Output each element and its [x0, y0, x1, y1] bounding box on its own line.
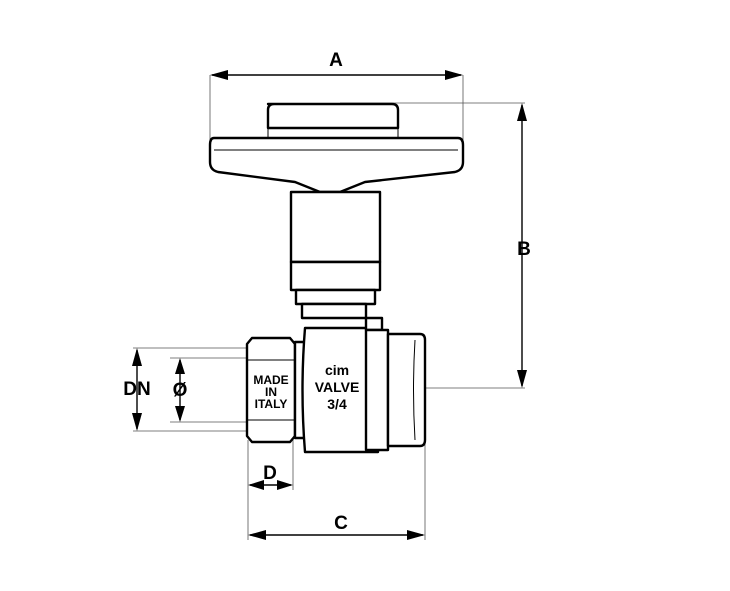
dimension-c: C — [248, 513, 425, 540]
dimension-a-label: A — [329, 50, 343, 71]
dimension-diameter-label: Ø — [173, 380, 188, 401]
dimension-c-label: C — [334, 513, 348, 534]
dimension-dn-label: DN — [123, 379, 150, 400]
brand-logo: cim — [325, 362, 349, 378]
origin-text-line1: MADE — [253, 373, 288, 387]
dimension-d: D — [248, 463, 293, 490]
dimension-a: A — [210, 50, 463, 80]
valve-markings: MADE IN ITALY cim VALVE 3/4 — [253, 362, 359, 412]
valve-text: VALVE — [315, 379, 360, 395]
valve-handle — [208, 102, 465, 194]
dimension-dn: DN — [123, 348, 151, 431]
dimension-d-label: D — [263, 463, 277, 484]
valve-stem — [289, 190, 382, 320]
dimension-diameter: Ø — [173, 358, 188, 422]
origin-text-line3: ITALY — [255, 397, 288, 411]
origin-text-line2: IN — [265, 385, 277, 399]
dimension-b: B — [517, 103, 531, 388]
dimension-b-label: B — [517, 239, 531, 260]
valve-body — [245, 316, 427, 454]
size-text: 3/4 — [327, 396, 347, 412]
